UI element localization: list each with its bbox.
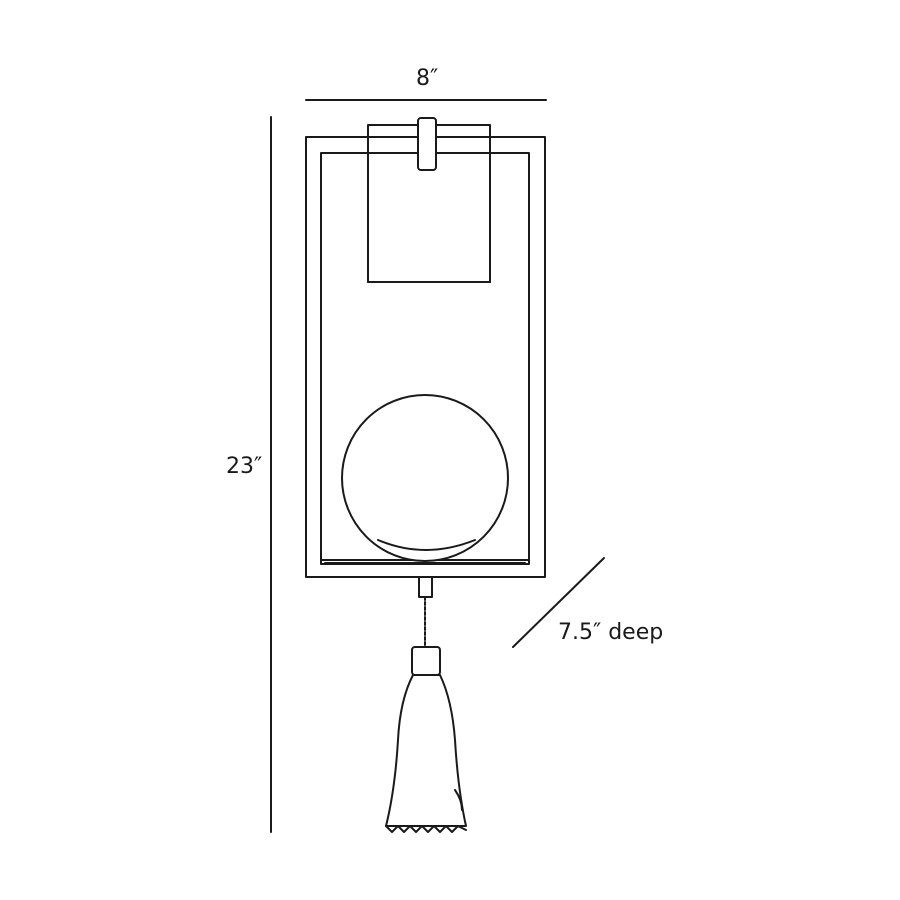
backplate-face xyxy=(367,152,491,283)
tassel-fold xyxy=(454,789,463,811)
depth-dimension-line xyxy=(512,557,605,648)
height-label: 23″ xyxy=(226,454,263,479)
chain-connector xyxy=(418,576,433,598)
width-label: 8″ xyxy=(416,66,439,91)
mount-clip xyxy=(417,117,437,171)
tassel xyxy=(385,674,467,827)
tassel-cap xyxy=(411,646,441,676)
depth-label: 7.5″ deep xyxy=(558,620,664,645)
globe-base-shadow xyxy=(377,539,476,551)
tassel-fringe xyxy=(385,825,467,833)
glass-globe xyxy=(341,394,509,562)
